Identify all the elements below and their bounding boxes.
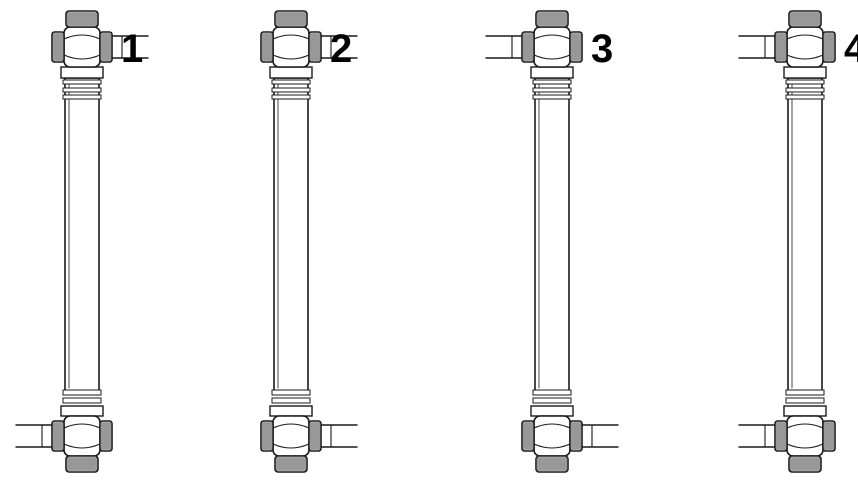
configuration-label-2: 2 [330,27,352,71]
filter-housing-1: 1 [15,10,149,473]
configuration-label-4: 4 [844,27,858,71]
configuration-label-3: 3 [591,27,613,71]
filter-housing-2: 2 [260,10,358,473]
filter-housing-4: 4 [738,10,858,473]
configuration-label-1: 1 [121,27,143,71]
filter-housing-3: 3 [485,10,619,473]
